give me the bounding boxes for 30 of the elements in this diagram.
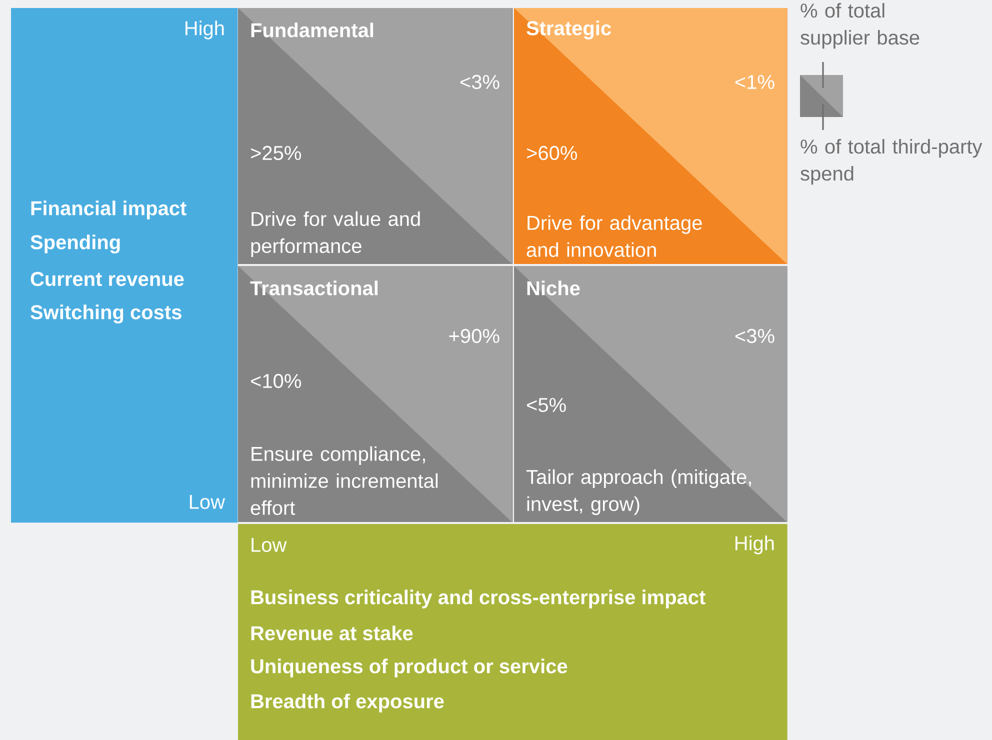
quadrant-title: Transactional	[250, 280, 378, 296]
strategy-description: Tailor approach (mitigate, invest, grow)	[526, 469, 751, 515]
percentage-label: <3%	[735, 328, 774, 344]
axis-end-label: High	[736, 536, 774, 554]
percentage-label: >25%	[251, 146, 301, 160]
percentage-label: >60%	[527, 146, 577, 160]
axis-end-label: High	[186, 20, 224, 40]
percentage-label: +90%	[449, 328, 500, 344]
criterion-label: Business criticality and cross-enterprise impact	[251, 590, 706, 608]
criterion-label: Spending	[30, 234, 120, 254]
quadrant-title: Strategic	[526, 20, 611, 40]
strategy-description: Drive for value and performance	[251, 211, 420, 257]
axis-end-label: Low	[252, 538, 287, 552]
criterion-label: Uniqueness of product or service	[251, 658, 568, 678]
percentage-label: <5%	[527, 398, 566, 412]
criterion-label: Current revenue	[30, 272, 184, 286]
legend-label: % of total supplier base	[800, 3, 920, 49]
criterion-label: Revenue at stake	[251, 626, 413, 640]
percentage-label: <10%	[251, 374, 301, 388]
legend-label: % of total third-party spend	[800, 139, 982, 185]
strategy-description: Ensure compliance, minimize incremental effort	[250, 446, 438, 515]
criterion-label: Financial impact	[31, 200, 186, 220]
percentage-label: <1%	[735, 75, 774, 89]
axis-end-label: Low	[190, 495, 226, 509]
strategy-description: Drive for advantage and innovation	[526, 215, 702, 257]
percentage-label: <3%	[460, 74, 500, 90]
criterion-label: Switching costs	[30, 304, 182, 324]
criterion-label: Breadth of exposure	[251, 694, 444, 712]
quadrant-title: Niche	[527, 280, 580, 296]
quadrant-title: Fundamental	[251, 22, 374, 38]
